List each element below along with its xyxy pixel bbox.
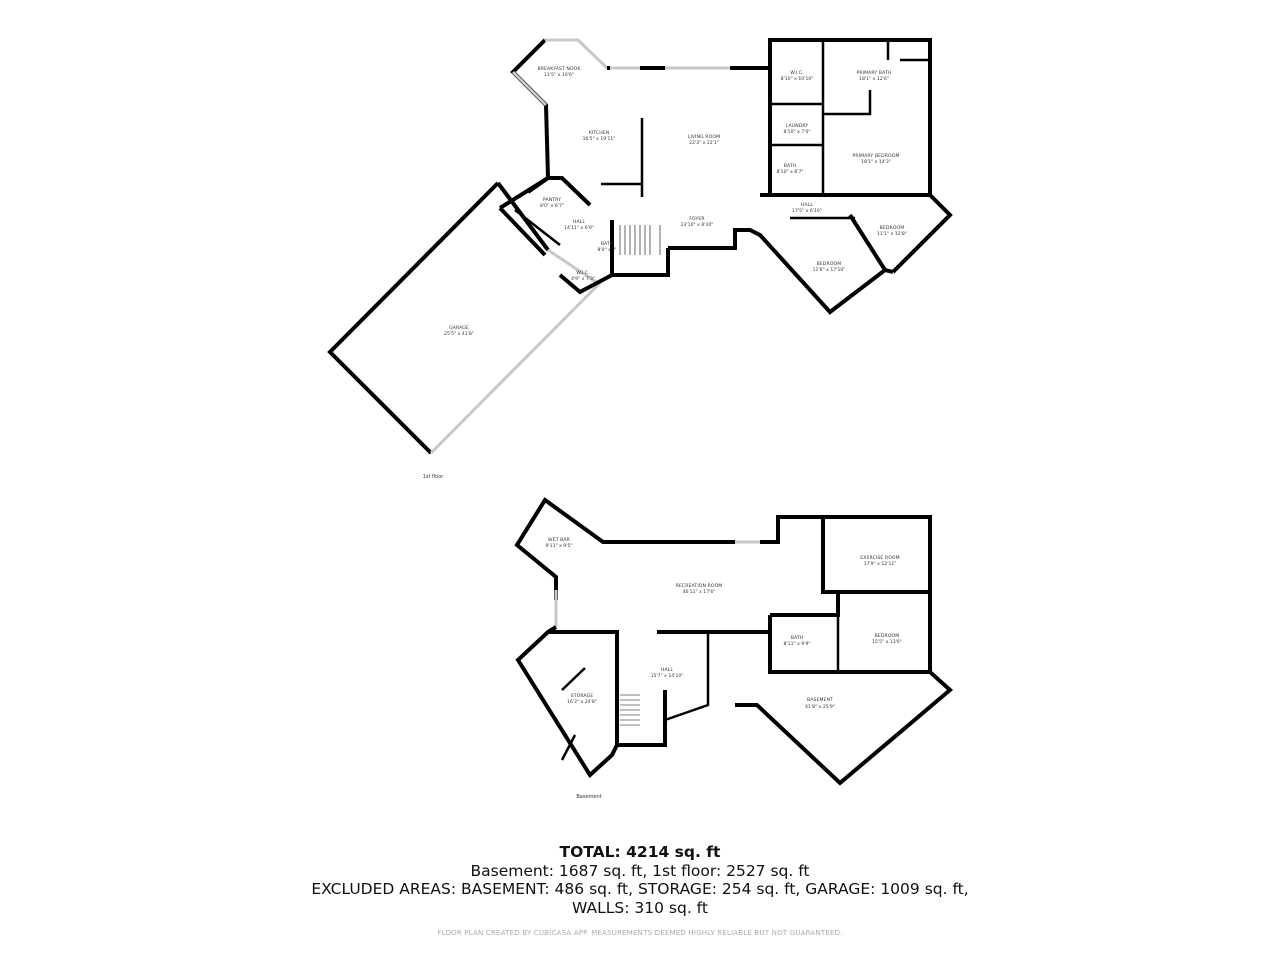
svg-text:18'1" x 12'6": 18'1" x 12'6" xyxy=(859,76,889,82)
svg-text:8'10" x 10'10": 8'10" x 10'10" xyxy=(781,76,814,82)
svg-text:8'10" x 7'0": 8'10" x 7'0" xyxy=(783,129,810,135)
svg-text:WET BAR: WET BAR xyxy=(548,537,571,543)
svg-text:17'5" x 6'10": 17'5" x 6'10" xyxy=(792,208,822,214)
svg-text:BEDROOM: BEDROOM xyxy=(875,633,900,639)
svg-text:17'9" x 12'11": 17'9" x 12'11" xyxy=(864,561,897,567)
basement-walls xyxy=(514,497,954,786)
walls-area: WALLS: 310 sq. ft xyxy=(572,899,708,918)
svg-text:W.I.C.: W.I.C. xyxy=(576,270,590,276)
svg-text:18'1" x 14'3": 18'1" x 14'3" xyxy=(861,159,891,165)
svg-text:GARAGE: GARAGE xyxy=(449,325,469,331)
svg-text:8'0" x 7': 8'0" x 7' xyxy=(597,247,616,253)
svg-text:RECREATION ROOM: RECREATION ROOM xyxy=(676,583,723,589)
svg-text:15'5" x 13'6": 15'5" x 13'6" xyxy=(872,639,902,645)
svg-text:25'5" x 41'8": 25'5" x 41'8" xyxy=(444,331,474,337)
svg-text:16'5" x 19'11": 16'5" x 19'11" xyxy=(583,136,616,142)
svg-text:BASEMENT: BASEMENT xyxy=(807,697,833,703)
svg-text:22'3" x 22'1": 22'3" x 22'1" xyxy=(689,140,719,146)
svg-text:BATH: BATH xyxy=(784,163,797,169)
svg-text:W.I.C.: W.I.C. xyxy=(790,70,804,76)
svg-text:8'0" x 6'7": 8'0" x 6'7" xyxy=(540,203,564,209)
svg-text:EXERCISE ROOM: EXERCISE ROOM xyxy=(860,555,899,561)
svg-text:PRIMARY BEDROOM: PRIMARY BEDROOM xyxy=(852,153,899,159)
svg-text:41'8" x 25'9": 41'8" x 25'9" xyxy=(805,704,835,710)
area-summary: TOTAL: 4214 sq. ft Basement: 1687 sq. ft… xyxy=(0,843,1280,918)
svg-text:BREAKFAST NOOK: BREAKFAST NOOK xyxy=(537,66,581,72)
svg-text:PANTRY: PANTRY xyxy=(543,197,561,203)
svg-text:11'1" x 12'8": 11'1" x 12'8" xyxy=(877,231,907,237)
svg-text:HALL: HALL xyxy=(661,667,673,673)
svg-text:11'5" x 10'6": 11'5" x 10'6" xyxy=(544,72,574,78)
svg-text:HALL: HALL xyxy=(801,202,813,208)
room-label: W.I.C.8'10" x 10'10" xyxy=(781,70,814,82)
svg-text:BEDROOM: BEDROOM xyxy=(880,225,905,231)
svg-text:23'10" x 8'10": 23'10" x 8'10" xyxy=(681,222,714,228)
floor-label: 1st floor xyxy=(423,474,445,480)
svg-text:HALL: HALL xyxy=(573,219,585,225)
svg-text:BATH: BATH xyxy=(791,635,804,641)
total-area: TOTAL: 4214 sq. ft xyxy=(559,843,721,861)
svg-text:BATH: BATH xyxy=(601,241,614,247)
svg-text:9'11" x 9'5": 9'11" x 9'5" xyxy=(545,543,572,549)
svg-text:14'11" x 6'9": 14'11" x 6'9" xyxy=(564,225,594,231)
svg-text:BEDROOM: BEDROOM xyxy=(817,261,842,267)
svg-text:8'11" x 9'9": 8'11" x 9'9" xyxy=(783,641,810,647)
svg-text:11'6" x 17'10": 11'6" x 17'10" xyxy=(813,267,846,273)
svg-text:LIVING ROOM: LIVING ROOM xyxy=(688,134,720,140)
room-label: W.I.C.4'9" x 7'3" xyxy=(571,270,595,282)
first-floor-walls xyxy=(327,38,953,455)
svg-text:PRIMARY BATH: PRIMARY BATH xyxy=(857,70,892,76)
svg-text:FOYER: FOYER xyxy=(689,216,705,222)
svg-text:4'9" x 7'3": 4'9" x 7'3" xyxy=(571,276,595,282)
credit-note: FLOOR PLAN CREATED BY CUBICASA APP. MEAS… xyxy=(437,929,843,937)
svg-text:LAUNDRY: LAUNDRY xyxy=(786,123,809,129)
svg-text:KITCHEN: KITCHEN xyxy=(589,130,610,136)
floor-label: Basement xyxy=(576,794,601,800)
floor-areas: Basement: 1687 sq. ft, 1st floor: 2527 s… xyxy=(470,861,810,880)
svg-text:16'2" x 24'8": 16'2" x 24'8" xyxy=(567,699,597,705)
stairs-icon xyxy=(620,694,640,726)
svg-text:46'11" x 17'6": 46'11" x 17'6" xyxy=(683,589,716,595)
svg-text:8'10" x 8'7": 8'10" x 8'7" xyxy=(776,169,803,175)
excluded-areas: EXCLUDED AREAS: BASEMENT: 486 sq. ft, ST… xyxy=(311,880,969,899)
stairs-icon xyxy=(619,225,661,255)
svg-text:STORAGE: STORAGE xyxy=(571,693,594,699)
svg-text:15'7" x 14'10": 15'7" x 14'10" xyxy=(651,673,684,679)
